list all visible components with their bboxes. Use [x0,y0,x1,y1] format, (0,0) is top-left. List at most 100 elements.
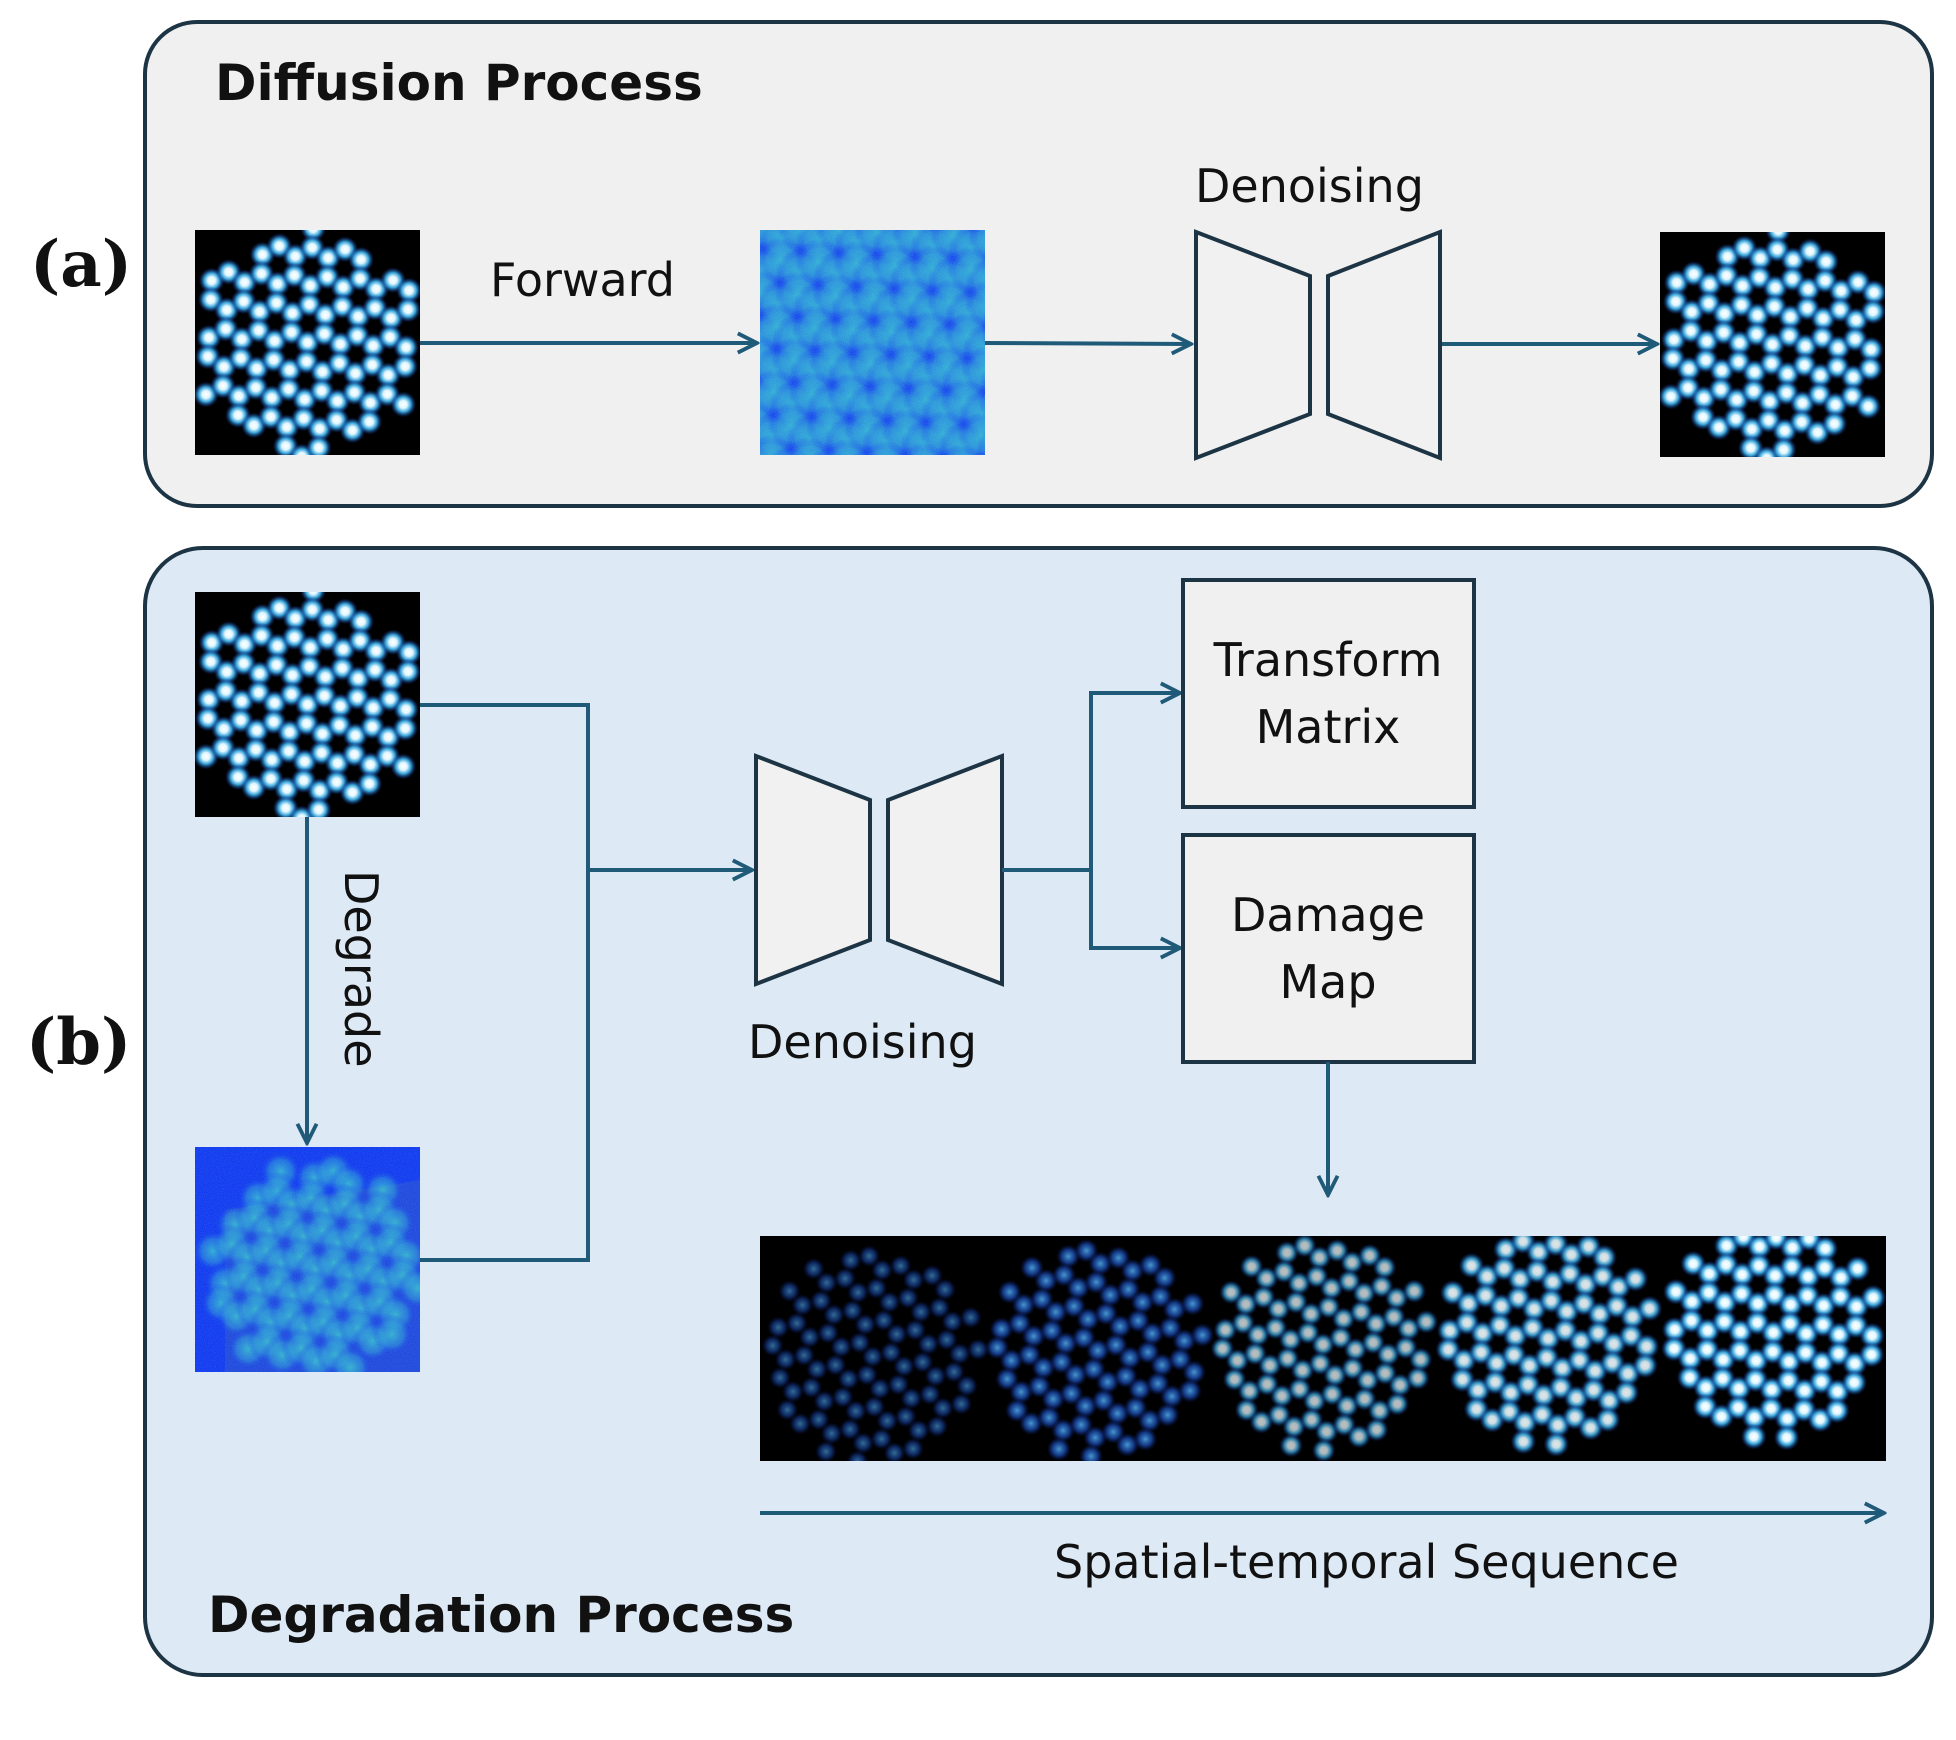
atom-dot [785,1312,808,1335]
atom-dot [1073,1394,1098,1419]
atom-dot [390,753,417,780]
panel-b-title: Degradation Process [208,1586,794,1644]
atom-dot [1770,436,1797,457]
atom-dot [1857,355,1884,382]
atom-dot [793,1344,816,1367]
atom-dot [834,1267,857,1290]
atom-dot [921,1264,944,1287]
atom-dot [815,1271,838,1294]
atom-dot [767,1316,790,1339]
atom-dot [815,1440,837,1461]
atom-dot [778,1280,801,1303]
transform-box-line1: Transform [1213,633,1443,687]
atom-dot [1821,410,1848,437]
atom-dot [1279,1433,1304,1458]
atom-dot [871,1259,894,1282]
atom-dot [1510,1428,1537,1455]
atom-dot [1823,1397,1850,1424]
atom-dot [1098,1283,1123,1307]
atom-dot [348,246,375,273]
damage-box-line2: Map [1279,955,1376,1009]
atom-dot [858,1245,881,1268]
atom-dot [1079,1444,1104,1461]
atom-dot [1178,1378,1202,1403]
panel-b-degraded-image [195,1147,420,1372]
atom-dot [1019,1411,1043,1436]
atom-dot [872,1309,895,1332]
atom-dot [1056,1244,1081,1269]
atom-dot [999,1348,1024,1373]
atom-dot [928,1296,951,1319]
panel-a-title: Diffusion Process [215,54,703,112]
atom-dot [1858,336,1885,363]
atom-dot [806,1358,828,1381]
transform-matrix-box: Transform Matrix [1181,578,1476,809]
panel-a-frame [143,20,1934,508]
atom-dot [863,1395,886,1418]
panel-b-denoising-label: Denoising [748,1015,977,1069]
atom-dot [935,1328,958,1351]
atom-dot [907,1419,930,1442]
atom-dot [889,1254,912,1277]
panel-a-denoising-label: Denoising [1195,159,1424,213]
atom-dot [1127,1377,1152,1402]
atom-dot [848,1331,871,1354]
atom-dot [1108,1314,1133,1339]
atom-dot [909,1300,932,1323]
atom-dot [1861,279,1885,306]
atom-dot [1311,1438,1336,1461]
atom-dot [911,1351,934,1374]
atom-dot [861,1345,884,1368]
atom-dot [1402,1279,1427,1304]
atom-dot [1860,1284,1886,1311]
forward-label: Forward [490,253,675,307]
atom-dot [837,1368,860,1390]
atom-dot [798,1326,821,1349]
atom-dot [824,1354,847,1376]
atom-dot [1120,1258,1145,1283]
atom-dot [870,1427,893,1450]
atom-dot [776,1398,799,1421]
atom-dot [1190,1323,1215,1348]
atom-dot [393,696,420,723]
atom-dot [1152,1265,1177,1290]
damage-map-box: Damage Map [1181,833,1476,1064]
atom-dot [878,1291,901,1314]
sequence-frame [985,1238,1215,1461]
atom-dot [392,715,419,742]
atom-dot [781,1380,804,1403]
atom-dot [1594,1406,1621,1433]
atom-dot [1740,1423,1767,1450]
atom-dot [1813,248,1840,275]
atom-dot [1053,1331,1078,1356]
atom-dot [761,1334,784,1357]
atom-dot [1063,1362,1088,1387]
atom-dot [1043,1300,1068,1324]
atom-dot [917,1333,940,1355]
atom-dot [1133,1427,1158,1452]
atom-dot [894,1405,917,1428]
atom-dot [900,1387,923,1410]
atom-dot [868,1377,891,1400]
atom-dot [948,1342,971,1365]
atom-dot [791,1294,814,1317]
atom-dot [1076,1307,1100,1332]
atom-dot [934,1278,956,1301]
atom-dot [1115,1432,1140,1457]
atom-dot [831,1386,854,1409]
atom-dot [1613,1379,1640,1406]
atom-dot [1155,1402,1180,1427]
atom-dot [1066,1275,1091,1300]
atom-dot [1172,1328,1197,1353]
panel-a-input-image [195,230,420,455]
atom-dot [1130,1290,1155,1315]
atom-dot [1011,1292,1036,1317]
atom-dot [1591,1244,1618,1271]
atom-dot [1083,1425,1108,1450]
atom-dot [902,1268,925,1291]
atom-dot [1085,1338,1110,1363]
atom-dot [1021,1324,1046,1349]
atom-dot [1162,1297,1187,1322]
atom-dot [841,1299,864,1322]
